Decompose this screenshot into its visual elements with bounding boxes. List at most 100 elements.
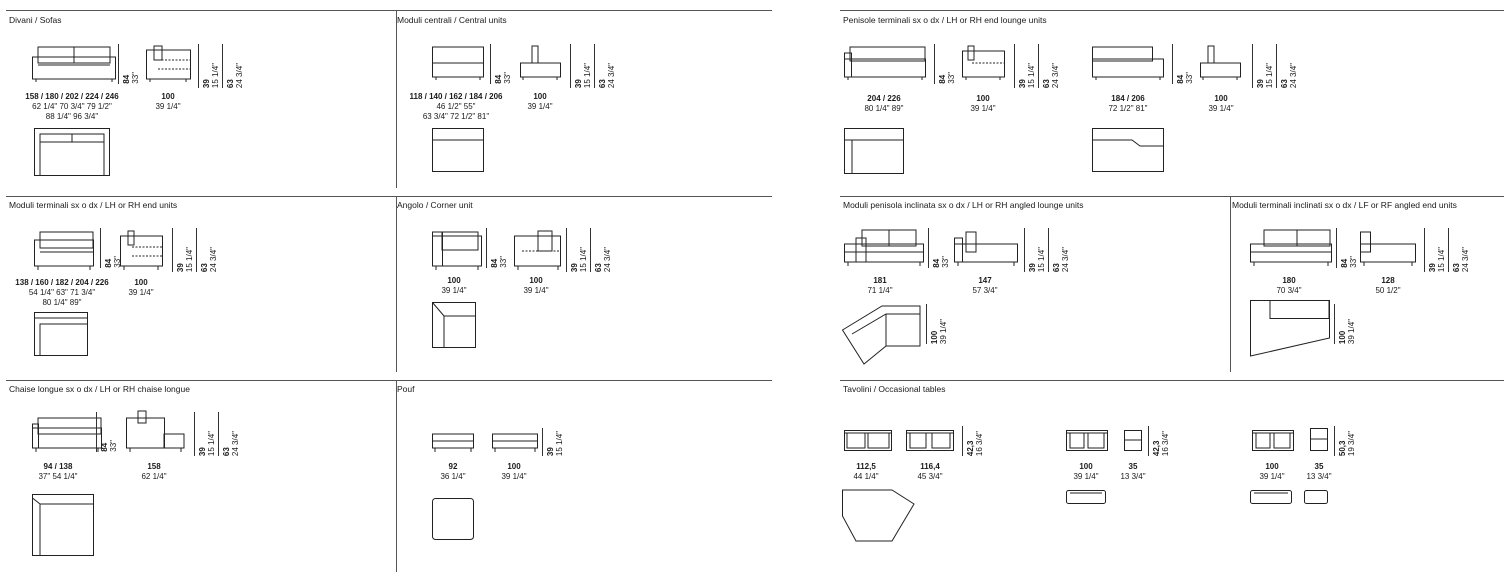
chaise-seat-in: 15 1/4" — [207, 430, 216, 456]
table-4-depth-label: 35 13 3/4" — [1306, 462, 1331, 482]
pouf-2-width-in: 39 1/4" — [501, 472, 527, 481]
lounge-2-width-label: 184 / 206 72 1/2" 81" — [1108, 94, 1147, 114]
central-width-label: 118 / 140 / 162 / 184 / 206 46 1/2" 55" … — [410, 92, 503, 122]
col-divider-left-3 — [396, 380, 397, 572]
sofa-height-in: 33" — [131, 72, 140, 84]
angled-lounge-width-label: 181 71 1/4" — [867, 276, 892, 296]
lounge-1-seat-cm: 39 — [1018, 79, 1027, 88]
section-title-angled-lounge: Moduli penisola inclinata sx o dx / LH o… — [843, 200, 1084, 210]
end-seat-cm: 39 — [176, 263, 185, 272]
chaise-width-cm: 94 / 138 — [43, 462, 73, 471]
corner-arm-in: 24 3/4" — [603, 246, 612, 272]
row-divider-mid-left — [6, 196, 772, 197]
central-seat-in: 15 1/4" — [583, 62, 592, 88]
table-3-depth-cm: 35 — [1128, 462, 1138, 471]
sofa-front-drawing — [32, 46, 116, 82]
angled-lounge-depth-label: 147 57 3/4" — [972, 276, 997, 296]
table-4-depth-in: 13 3/4" — [1306, 472, 1332, 481]
lounge-2-depth-in: 39 1/4" — [1208, 104, 1234, 113]
end-height-in: 33" — [113, 256, 122, 268]
table-4-side-drawing — [1310, 428, 1328, 451]
row-divider-low-left — [6, 380, 772, 381]
table-4-width-label: 100 39 1/4" — [1259, 462, 1284, 482]
sofa-width-in-1: 62 1/4" 70 3/4" 79 1/2" — [32, 102, 112, 111]
chaise-arm-cm: 63 — [222, 447, 231, 456]
central-width-in-2: 63 3/4" 72 1/2" 81" — [422, 112, 490, 121]
table-3-depth-in: 13 3/4" — [1120, 472, 1146, 481]
lounge-1-arm-cm: 63 — [1042, 79, 1051, 88]
row-divider-top-right — [840, 10, 1504, 11]
table-4-front-drawing — [1252, 430, 1294, 451]
corner-seat-in: 15 1/4" — [579, 246, 588, 272]
chaise-height-in: 33" — [109, 440, 118, 452]
end-depth-in: 39 1/4" — [128, 288, 154, 297]
table-2-height-in: 16 3/4" — [975, 430, 984, 456]
corner-width-cm: 100 — [447, 276, 461, 285]
table-3-front-drawing — [1066, 430, 1108, 451]
corner-depth-cm: 100 — [529, 276, 543, 285]
sofa-seat-in: 15 1/4" — [211, 62, 220, 88]
central-depth-in: 39 1/4" — [527, 102, 553, 111]
angled-lounge-width-in: 71 1/4" — [867, 286, 893, 295]
pouf-2-width-cm: 100 — [507, 462, 521, 471]
angled-lounge-depth-in: 57 3/4" — [972, 286, 998, 295]
lounge-2-seat-in: 15 1/4" — [1265, 62, 1274, 88]
table-4-plan-drawing — [1250, 490, 1292, 504]
end-arm-cm: 63 — [200, 263, 209, 272]
central-depth-cm: 100 — [533, 92, 547, 101]
table-3-side-drawing — [1124, 430, 1142, 451]
sofa-depth-in: 39 1/4" — [155, 102, 181, 111]
angled-end-seat-cm: 39 — [1428, 263, 1437, 272]
lounge-1-arm-in: 24 3/4" — [1051, 62, 1060, 88]
chaise-side-drawing — [126, 410, 185, 452]
table-2-width-label: 116,4 45 3/4" — [917, 462, 942, 482]
pouf-front-drawing-2 — [492, 433, 538, 452]
corner-seat-cm: 39 — [570, 263, 579, 272]
lounge-1-height-cm: 84 — [938, 75, 947, 84]
angled-end-width-label: 180 70 3/4" — [1276, 276, 1301, 296]
angled-lounge-height-cm: 84 — [932, 259, 941, 268]
col-divider-left-2 — [396, 196, 397, 372]
table-1-plan-drawing — [842, 489, 915, 542]
angled-end-depth-in: 50 1/2" — [1375, 286, 1401, 295]
central-height-in: 33" — [503, 72, 512, 84]
pouf-1-width-cm: 92 — [448, 462, 458, 471]
angled-lounge-depth-cm: 147 — [978, 276, 992, 285]
chaise-depth-in: 62 1/4" — [141, 472, 167, 481]
corner-plan-drawing — [432, 302, 476, 348]
end-side-drawing — [120, 230, 163, 270]
section-title-angled-end: Moduli terminali inclinati sx o dx / LF … — [1232, 200, 1457, 210]
lounge-2-height-in: 33" — [1185, 72, 1194, 84]
central-side-drawing — [520, 45, 561, 80]
central-front-drawing — [432, 46, 484, 80]
corner-width-label: 100 39 1/4" — [441, 276, 466, 296]
section-title-lounge-end: Penisole terminali sx o dx / LH or RH en… — [843, 15, 1047, 25]
table-4-width-cm: 100 — [1265, 462, 1279, 471]
sofa-arm-in: 24 3/4" — [235, 62, 244, 88]
end-depth-cm: 100 — [134, 278, 148, 287]
chaise-arm-in: 24 3/4" — [231, 430, 240, 456]
pouf-height-cm: 39 — [546, 447, 555, 456]
end-arm-in: 24 3/4" — [209, 246, 218, 272]
sofa-height-cm: 84 — [122, 75, 131, 84]
lounge-front-drawing-2 — [1092, 46, 1164, 80]
table-3-depth-label: 35 13 3/4" — [1120, 462, 1145, 482]
table-3-height-cm: 42,3 — [1152, 440, 1161, 456]
central-width-in-1: 46 1/2" 55" — [436, 102, 476, 111]
central-arm-cm: 63 — [598, 79, 607, 88]
table-3-width-label: 100 39 1/4" — [1073, 462, 1098, 482]
pouf-height-in: 15 1/4" — [555, 430, 564, 456]
